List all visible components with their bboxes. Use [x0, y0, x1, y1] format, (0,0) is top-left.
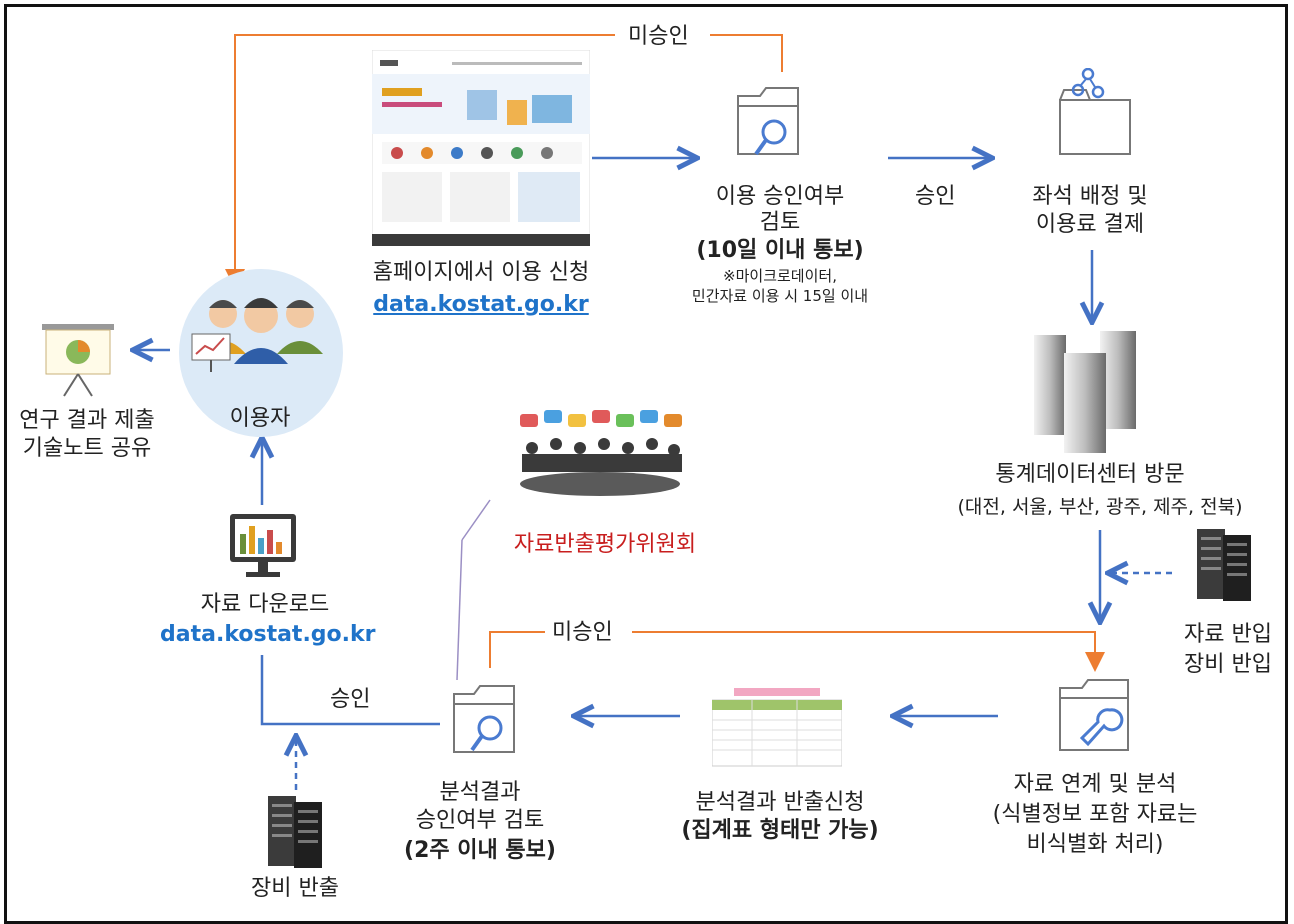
server-rack-icon-equipment-out	[268, 796, 322, 868]
center-line1: 통계데이터센터 방문	[995, 462, 1185, 487]
result-review-line1: 분석결과	[439, 780, 521, 805]
committee-line-2	[461, 499, 491, 541]
result-review-line3: (2주 이내 통보)	[404, 838, 556, 863]
user-illustration	[179, 269, 343, 437]
unapproved-top-line-2	[225, 34, 615, 289]
aggregate-table-icon	[712, 688, 842, 767]
center-line2: (대전, 서울, 부산, 광주, 제주, 전북)	[957, 496, 1243, 518]
unapproved-mid-line	[489, 631, 545, 668]
analysis-line3: 비식별화 처리)	[1026, 832, 1164, 857]
seat-folder-icon	[1059, 68, 1131, 155]
committee-meeting-icon	[520, 410, 682, 496]
review-title-line1: 이용 승인여부	[715, 184, 845, 209]
bringin-line1: 자료 반입	[1184, 622, 1272, 647]
review-folder-icon	[737, 87, 799, 156]
review-deadline: (10일 이내 통보)	[696, 238, 864, 263]
review-title-line2: 검토	[759, 210, 801, 235]
unapproved-mid-line-2	[632, 631, 1105, 672]
unapproved-top-line	[710, 34, 783, 72]
export-request-line1: 분석결과 반출신청	[695, 790, 865, 815]
bringin-line2: 장비 반입	[1184, 652, 1272, 677]
approved-top-label: 승인	[915, 184, 956, 209]
research-line1: 연구 결과 제출	[19, 408, 155, 433]
download-url-link[interactable]: data.kostat.go.kr	[160, 622, 376, 647]
review-note-line2: 민간자료 이용 시 15일 이내	[691, 287, 869, 305]
homepage-apply-label: 홈페이지에서 이용 신청	[372, 260, 590, 285]
homepage-url-link[interactable]: data.kostat.go.kr	[373, 292, 589, 317]
server-rack-icon-bringin	[1197, 529, 1251, 601]
unapproved-mid-label: 미승인	[552, 620, 613, 645]
unapproved-top-label: 미승인	[628, 24, 689, 49]
approved-bottom-label: 승인	[330, 687, 371, 712]
result-review-folder-icon	[453, 685, 515, 753]
user-label: 이용자	[229, 406, 291, 431]
review-note-line1: ※마이크로데이터,	[723, 267, 837, 285]
data-center-building-icon	[1034, 331, 1136, 453]
approved-bottom-line	[260, 655, 440, 726]
analysis-folder-wrench-icon	[1059, 679, 1129, 751]
monitor-chart-icon	[230, 514, 296, 577]
homepage-screenshot	[372, 50, 590, 246]
download-label: 자료 다운로드	[200, 592, 330, 617]
export-request-line2: (집계표 형태만 가능)	[681, 818, 879, 843]
presentation-board-icon	[42, 324, 114, 397]
seat-line2: 이용료 결제	[1035, 212, 1145, 237]
analysis-line2: (식별정보 포함 자료는	[992, 802, 1198, 827]
equipment-out-label: 장비 반출	[251, 876, 339, 901]
result-review-line2: 승인여부 검토	[415, 808, 545, 833]
analysis-line1: 자료 연계 및 분석	[1013, 772, 1177, 797]
committee-label: 자료반출평가위원회	[513, 532, 697, 557]
committee-line	[456, 539, 463, 681]
research-line2: 기술노트 공유	[22, 436, 152, 461]
seat-line1: 좌석 배정 및	[1032, 184, 1148, 209]
